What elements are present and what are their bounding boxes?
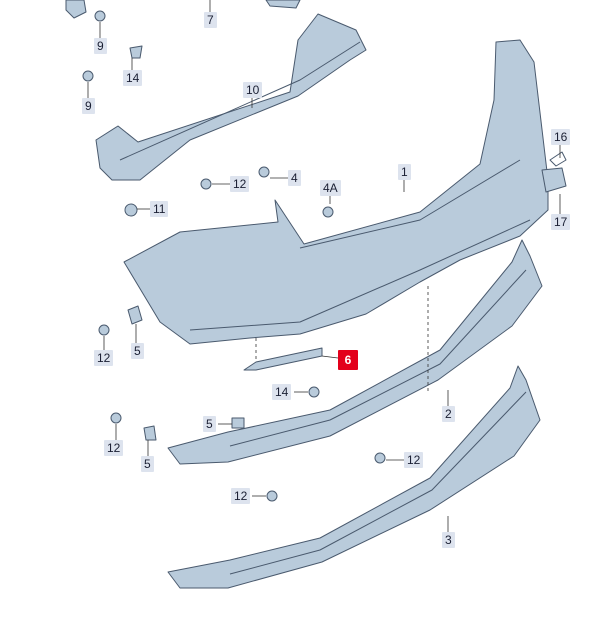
callout-4A: 4A [320, 180, 341, 196]
callout-9: 9 [82, 98, 95, 114]
spring-clip [549, 151, 567, 167]
callout-7: 7 [204, 12, 217, 28]
diffuser-panel [167, 239, 543, 465]
clip-part [129, 45, 143, 59]
screw-head [82, 70, 94, 82]
callout-14: 14 [272, 384, 292, 400]
clip-part [127, 305, 143, 325]
screw-head [200, 178, 212, 190]
bar-face-line [119, 41, 361, 161]
screw-head [110, 412, 122, 424]
screw-head [374, 452, 386, 464]
screw-head [98, 324, 110, 336]
callout-9: 9 [94, 38, 107, 54]
callout-5: 5 [141, 456, 154, 472]
callout-3: 3 [442, 532, 455, 548]
lower-trim-panel [167, 365, 541, 589]
callout-12: 12 [231, 488, 251, 504]
bumper-reinforcement-bar [95, 13, 367, 181]
screw-head [322, 206, 334, 218]
callout-12: 12 [94, 350, 114, 366]
reflector-strip [243, 347, 323, 371]
bumper-lower-edge [189, 219, 531, 331]
callout-12: 12 [230, 176, 250, 192]
callout-2: 2 [442, 406, 455, 422]
callout-6-highlight: 6 [338, 350, 358, 370]
leader-line [321, 355, 339, 359]
callout-16: 16 [551, 129, 571, 145]
callout-17: 17 [551, 214, 571, 230]
screw-head [258, 166, 270, 178]
screw-head [94, 10, 106, 22]
clip-part [231, 417, 245, 429]
top-bracket-fragment [65, 0, 87, 19]
callout-4: 4 [288, 170, 301, 186]
callout-5: 5 [131, 343, 144, 359]
nut-part [124, 203, 138, 217]
bumper-crease [299, 159, 521, 249]
callout-12: 12 [104, 440, 124, 456]
callout-5: 5 [203, 416, 216, 432]
bracket-part [541, 167, 567, 193]
callout-10: 10 [243, 82, 263, 98]
top-right-fragment [265, 0, 301, 9]
screw-head [308, 386, 320, 398]
callout-12: 12 [404, 452, 424, 468]
callout-11: 11 [150, 201, 169, 217]
trim-ridge [229, 391, 527, 575]
callout-14: 14 [123, 70, 143, 86]
screw-head [266, 490, 278, 502]
rear-bumper-cover [123, 39, 549, 345]
callout-1: 1 [398, 164, 411, 180]
diffuser-ridge [229, 269, 527, 447]
clip-part [143, 425, 157, 441]
